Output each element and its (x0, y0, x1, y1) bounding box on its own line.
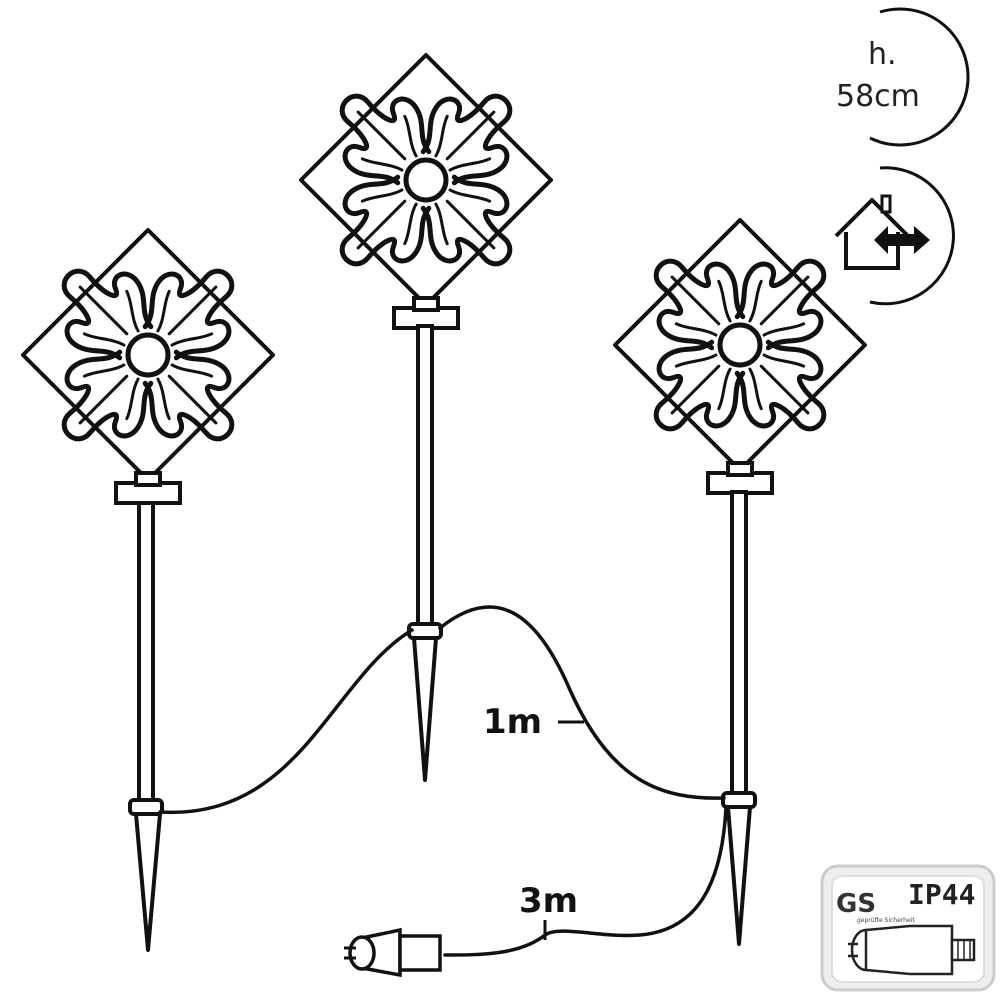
svg-text:h.: h. (868, 37, 897, 72)
euro-plug-icon (344, 927, 442, 978)
cable-length-3m: 3m (519, 881, 578, 940)
svg-text:58cm: 58cm (836, 79, 920, 114)
svg-text:geprüfte Sicherheit: geprüfte Sicherheit (857, 917, 915, 924)
gs-mark-icon: GS geprüfte Sicherheit (836, 889, 915, 924)
snowflake-stake-right (615, 220, 865, 946)
svg-text:3m: 3m (519, 881, 578, 921)
svg-text:1m: 1m (483, 702, 542, 742)
svg-text:GS: GS (836, 889, 876, 919)
snowflake-stake-middle (301, 55, 551, 782)
cable-length-1m: 1m (483, 702, 584, 742)
ip-rating-label: IP44 (908, 878, 975, 911)
certification-badge: GS geprüfte Sicherheit IP44 (820, 864, 996, 992)
snowflake-stake-left (23, 230, 273, 952)
connection-cables (158, 605, 728, 957)
height-dimension-icon: h. 58cm (836, 7, 970, 147)
transformer-adapter-icon (848, 924, 976, 976)
house-with-double-arrow-icon (834, 166, 955, 306)
